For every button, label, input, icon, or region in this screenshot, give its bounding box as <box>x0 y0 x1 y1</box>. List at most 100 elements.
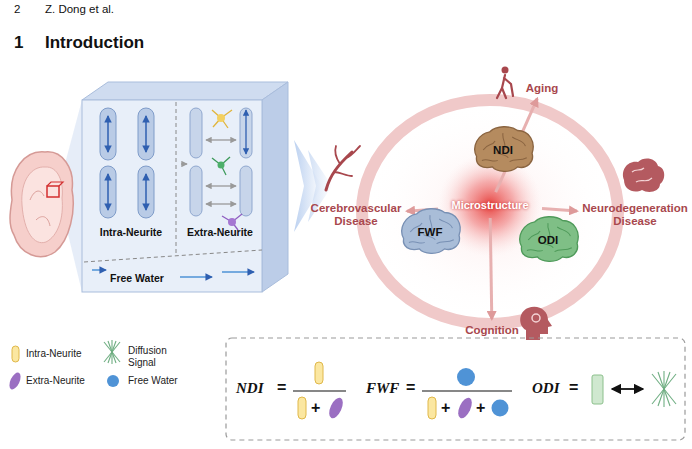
node-text: Extra-Neurite <box>187 226 253 238</box>
formula-box <box>422 390 512 391</box>
cognition-icon <box>520 307 552 340</box>
brain-gyri <box>409 215 454 244</box>
aging-icon <box>497 67 513 99</box>
formula-text: + <box>441 399 450 417</box>
page-header: Z. Dong et al. <box>45 3 114 15</box>
legend-samples <box>104 352 112 362</box>
brain-map: NDI <box>470 124 536 176</box>
legend-samples <box>12 346 19 362</box>
intra-neurite-rods <box>100 108 116 160</box>
brain-section <box>10 100 82 292</box>
extra-neurite-space <box>206 203 236 204</box>
legend-samples <box>112 352 120 362</box>
neurodegeneration-icon <box>623 159 664 192</box>
tissue-cube <box>176 102 177 256</box>
free-water-arrows <box>180 276 212 278</box>
formula-box <box>298 397 306 419</box>
extra-neurite-space <box>228 218 236 226</box>
tissue-cube <box>82 100 262 292</box>
formula-text: FWF <box>366 380 399 397</box>
formula-box <box>455 396 474 421</box>
tissue-cube <box>82 82 288 292</box>
aging-icon <box>497 75 513 98</box>
formula-box <box>457 368 475 386</box>
page-header: Introduction <box>45 33 144 53</box>
intra-neurite-rods <box>138 166 154 218</box>
formula-text: = <box>569 379 578 397</box>
brain-outline <box>475 127 533 172</box>
formula-text: + <box>476 399 485 417</box>
brain-outline <box>520 217 578 262</box>
outcome-label: Neurodegeneration Disease <box>580 200 690 230</box>
intra-neurite-rods <box>145 174 147 210</box>
formula-box <box>428 397 436 419</box>
intra-neurite-rods <box>107 174 109 210</box>
formula-box <box>658 372 664 389</box>
node-text: Neurodegeneration Disease <box>580 202 690 228</box>
brain-gyri <box>482 133 527 162</box>
extra-neurite-space <box>218 162 225 169</box>
formula-box <box>664 372 670 389</box>
legend-samples <box>108 341 112 352</box>
outcome-label: Cognition <box>462 322 522 338</box>
outcome-label: Aging <box>516 80 568 96</box>
formula-box <box>652 371 676 407</box>
extra-neurite-space <box>190 166 202 216</box>
node-text: NDI <box>493 144 513 156</box>
formula-box <box>664 389 670 406</box>
formula-box <box>658 389 664 406</box>
extra-neurite-space <box>240 108 252 158</box>
formula-text: + <box>311 399 320 417</box>
tissue-cube <box>82 82 288 100</box>
extra-neurite-space <box>212 110 232 128</box>
brain-map: ODI <box>515 214 581 266</box>
brain-map: FWF <box>397 206 463 258</box>
extra-neurite-space <box>212 157 230 175</box>
formula-box <box>652 374 664 389</box>
node-text: FWF <box>418 226 443 238</box>
compartment-region: Free Water <box>84 264 262 291</box>
cerebrovascular-icon <box>326 146 360 190</box>
node-text: ODI <box>538 234 558 246</box>
neurodegeneration-icon <box>632 168 652 182</box>
cognition-icon <box>520 307 552 340</box>
intra-neurite-rods <box>145 116 147 152</box>
legend-text: Diffusion Signal <box>128 345 178 369</box>
formula-text: ODI <box>532 380 560 397</box>
compartment-region: Extra-Neurite <box>178 104 262 240</box>
legend-text: Intra-Neurite <box>26 348 101 360</box>
formula-box <box>226 338 685 440</box>
influence-arrow <box>490 218 492 319</box>
legend-samples <box>7 340 120 391</box>
intra-neurite-rods <box>138 108 154 160</box>
legend-samples <box>104 340 120 364</box>
free-water-arrows <box>222 271 254 273</box>
legend-samples <box>108 352 112 363</box>
intra-neurite-rods <box>100 108 154 218</box>
legend-text: Extra-Neurite <box>26 375 101 387</box>
formula-box <box>592 375 603 404</box>
formula-box <box>326 396 345 421</box>
legend-samples <box>107 375 119 387</box>
extra-neurite-space <box>206 139 236 140</box>
legend-text: Free Water <box>128 375 198 387</box>
formula-box <box>315 362 323 384</box>
brain-section <box>10 152 73 257</box>
brain-gyri <box>527 223 572 252</box>
extra-neurite-space <box>181 163 187 164</box>
extra-neurite-space <box>217 114 225 122</box>
compartment-region: Intra-Neurite <box>88 104 174 240</box>
node-text: Free Water <box>110 272 164 284</box>
node-text: Cognition <box>465 324 519 337</box>
formula-box <box>492 400 509 417</box>
tissue-cube <box>84 250 262 262</box>
brain-outline <box>402 209 460 254</box>
formula-box <box>652 389 664 404</box>
outcome-label: Cerebrovascular Disease <box>308 200 404 230</box>
free-water-arrows <box>92 269 106 271</box>
node-text: Microstructure <box>451 199 528 211</box>
